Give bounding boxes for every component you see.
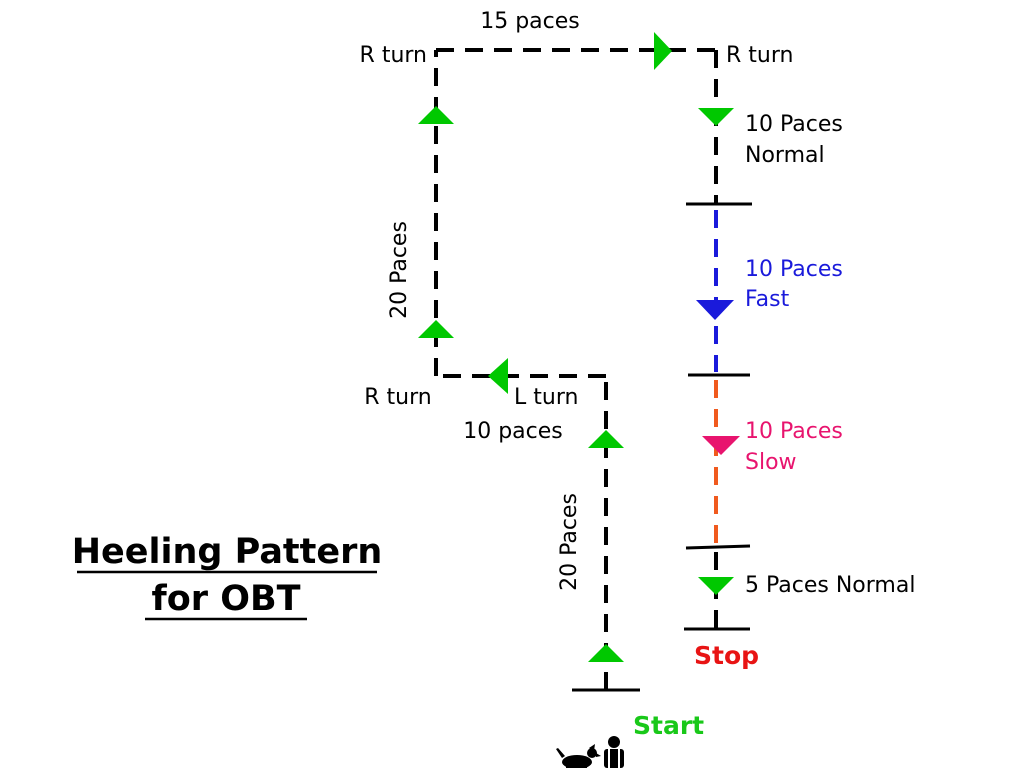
l-turn-label: L turn xyxy=(514,385,578,410)
up-arrow-icon xyxy=(418,320,454,338)
right-normal-label-line2: Normal xyxy=(745,143,825,168)
handler-icon xyxy=(604,736,624,768)
down-arrow-icon xyxy=(698,108,734,126)
right-arrow-icon xyxy=(654,32,672,70)
start-paces-label: 20 Paces xyxy=(557,493,582,591)
r-turn-top-left-label: R turn xyxy=(360,43,427,68)
right-normal-label-line1: 10 Paces xyxy=(745,112,843,137)
up-arrow-icon xyxy=(418,106,454,124)
slow-label-line2: Slow xyxy=(745,450,797,475)
dog-icon xyxy=(556,744,601,768)
slow-normal-divider xyxy=(685,544,751,550)
up-arrow-icon xyxy=(588,430,624,448)
fast-label-line2: Fast xyxy=(745,287,790,312)
title-line2: for OBT xyxy=(151,579,300,619)
slow-label-line1: 10 Paces xyxy=(745,419,843,444)
middle-paces-label: 10 paces xyxy=(463,419,563,444)
down-arrow-icon xyxy=(696,300,734,320)
final-normal-label: 5 Paces Normal xyxy=(745,573,915,598)
start-label: Start xyxy=(633,711,704,740)
r-turn-bottom-left-label: R turn xyxy=(364,385,431,410)
down-arrow-icon xyxy=(702,436,740,455)
fast-label-line1: 10 Paces xyxy=(745,257,843,282)
title-line1: Heeling Pattern xyxy=(72,532,383,572)
stop-label: Stop xyxy=(694,641,759,670)
up-arrow-icon xyxy=(588,644,624,662)
down-arrow-icon xyxy=(698,577,734,595)
left-paces-label: 20 Paces xyxy=(387,221,412,319)
r-turn-top-right-label: R turn xyxy=(726,43,793,68)
top-paces-label: 15 paces xyxy=(480,9,580,34)
left-arrow-icon xyxy=(488,358,508,394)
